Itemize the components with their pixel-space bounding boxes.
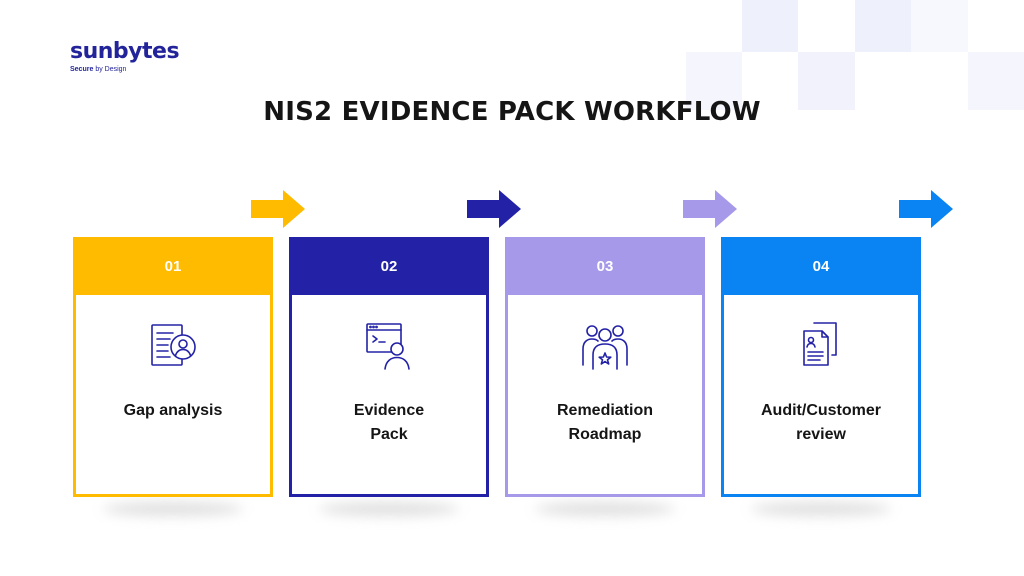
- step-label: Gap analysis: [123, 402, 223, 419]
- step-number: 04: [812, 257, 830, 275]
- step-body: Evidence Pack: [289, 295, 489, 497]
- page-title: NIS2 EVIDENCE PACK WORKFLOW: [263, 97, 761, 127]
- step-4-arrow: [899, 190, 953, 228]
- logo-wordmark: sunbytes: [70, 39, 180, 64]
- terminal-user-icon: [366, 323, 410, 370]
- decorative-square: [686, 52, 742, 110]
- step-card-evidence-pack: 02 Evidence Pack: [289, 237, 489, 516]
- decorative-square: [855, 0, 911, 52]
- step-card-audit-customer-review: 04 Audit/Customer review: [721, 237, 921, 516]
- logo-tagline-prefix: Secure: [70, 66, 94, 73]
- decorative-square: [968, 52, 1024, 110]
- card-shadow: [535, 502, 675, 516]
- step-card-gap-analysis: 01 Gap analysis: [73, 237, 273, 516]
- step-body: Gap analysis: [73, 295, 273, 497]
- step-2-arrow: [467, 190, 521, 228]
- step-body: Audit/Customer review: [721, 295, 921, 497]
- card-shadow: [103, 502, 243, 516]
- card-shadow: [751, 502, 891, 516]
- step-number: 03: [596, 257, 614, 275]
- document-user-icon: [151, 324, 196, 366]
- step-label: Audit/Customer review: [761, 402, 881, 443]
- step-3-arrow: [683, 190, 737, 228]
- step-number-header: 04: [721, 237, 921, 295]
- step-body: Remediation Roadmap: [505, 295, 705, 497]
- arrow-right-icon: [251, 190, 305, 228]
- step-number: 02: [380, 257, 398, 275]
- brand-logo: sunbytes Secure by Design: [70, 39, 180, 74]
- logo-tagline-suffix: by Design: [95, 66, 127, 73]
- step-number-header: 01: [73, 237, 273, 295]
- decorative-square: [742, 0, 798, 52]
- step-number-header: 03: [505, 237, 705, 295]
- decorative-square: [798, 52, 855, 110]
- arrow-right-icon: [683, 190, 737, 228]
- decorative-square: [911, 0, 968, 52]
- documents-icon: [803, 322, 837, 366]
- step-card-remediation-roadmap: 03 Remediation Roadmap: [505, 237, 705, 516]
- step-label: Evidence Pack: [353, 402, 425, 443]
- step-label: Remediation Roadmap: [556, 402, 653, 443]
- step-1-arrow: [251, 190, 305, 228]
- team-star-icon: [582, 325, 628, 370]
- step-number: 01: [164, 257, 182, 275]
- card-shadow: [319, 502, 459, 516]
- arrow-right-icon: [467, 190, 521, 228]
- logo-tagline: Secure by Design: [70, 66, 179, 73]
- arrow-right-icon: [899, 190, 953, 228]
- step-number-header: 02: [289, 237, 489, 295]
